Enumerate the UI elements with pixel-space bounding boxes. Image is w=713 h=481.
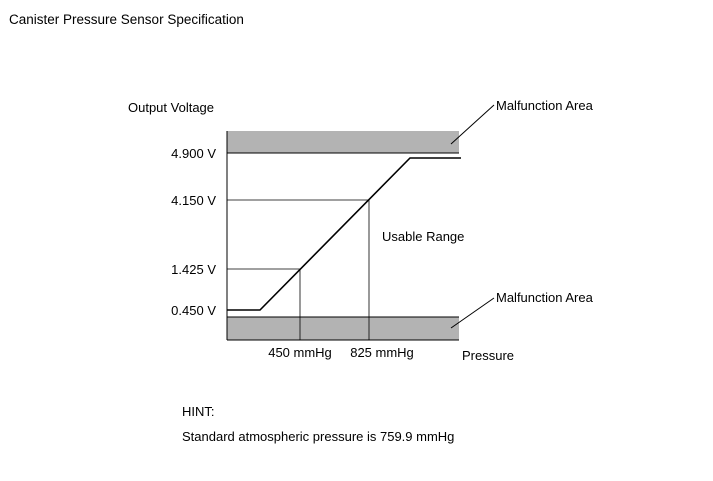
hint-text: Standard atmospheric pressure is 759.9 m… — [182, 429, 455, 444]
y-tick-label-4150: 4.150 V — [171, 193, 216, 208]
hint-title: HINT: — [182, 404, 215, 419]
malfunction-band-bottom — [227, 317, 459, 340]
malfunction-top-leader — [450, 104, 495, 145]
x-tick-label-825: 825 mmHg — [350, 345, 414, 360]
malfunction-bottom-leader — [450, 297, 495, 329]
usable-range-label: Usable Range — [382, 229, 465, 244]
y-tick-label-1425: 1.425 V — [171, 262, 216, 277]
x-tick-label-450: 450 mmHg — [268, 345, 332, 360]
malfunction-area-top-label: Malfunction Area — [496, 98, 593, 113]
malfunction-band-top — [227, 131, 459, 153]
output-voltage-curve — [227, 157, 461, 311]
y-tick-label-0450: 0.450 V — [171, 303, 216, 318]
y-axis-label: Output Voltage — [128, 100, 215, 115]
page-title: Canister Pressure Sensor Specification — [9, 12, 244, 27]
y-tick-label-4900: 4.900 V — [171, 146, 216, 161]
x-axis-label: Pressure — [462, 348, 515, 363]
malfunction-area-bottom-label: Malfunction Area — [496, 290, 593, 305]
